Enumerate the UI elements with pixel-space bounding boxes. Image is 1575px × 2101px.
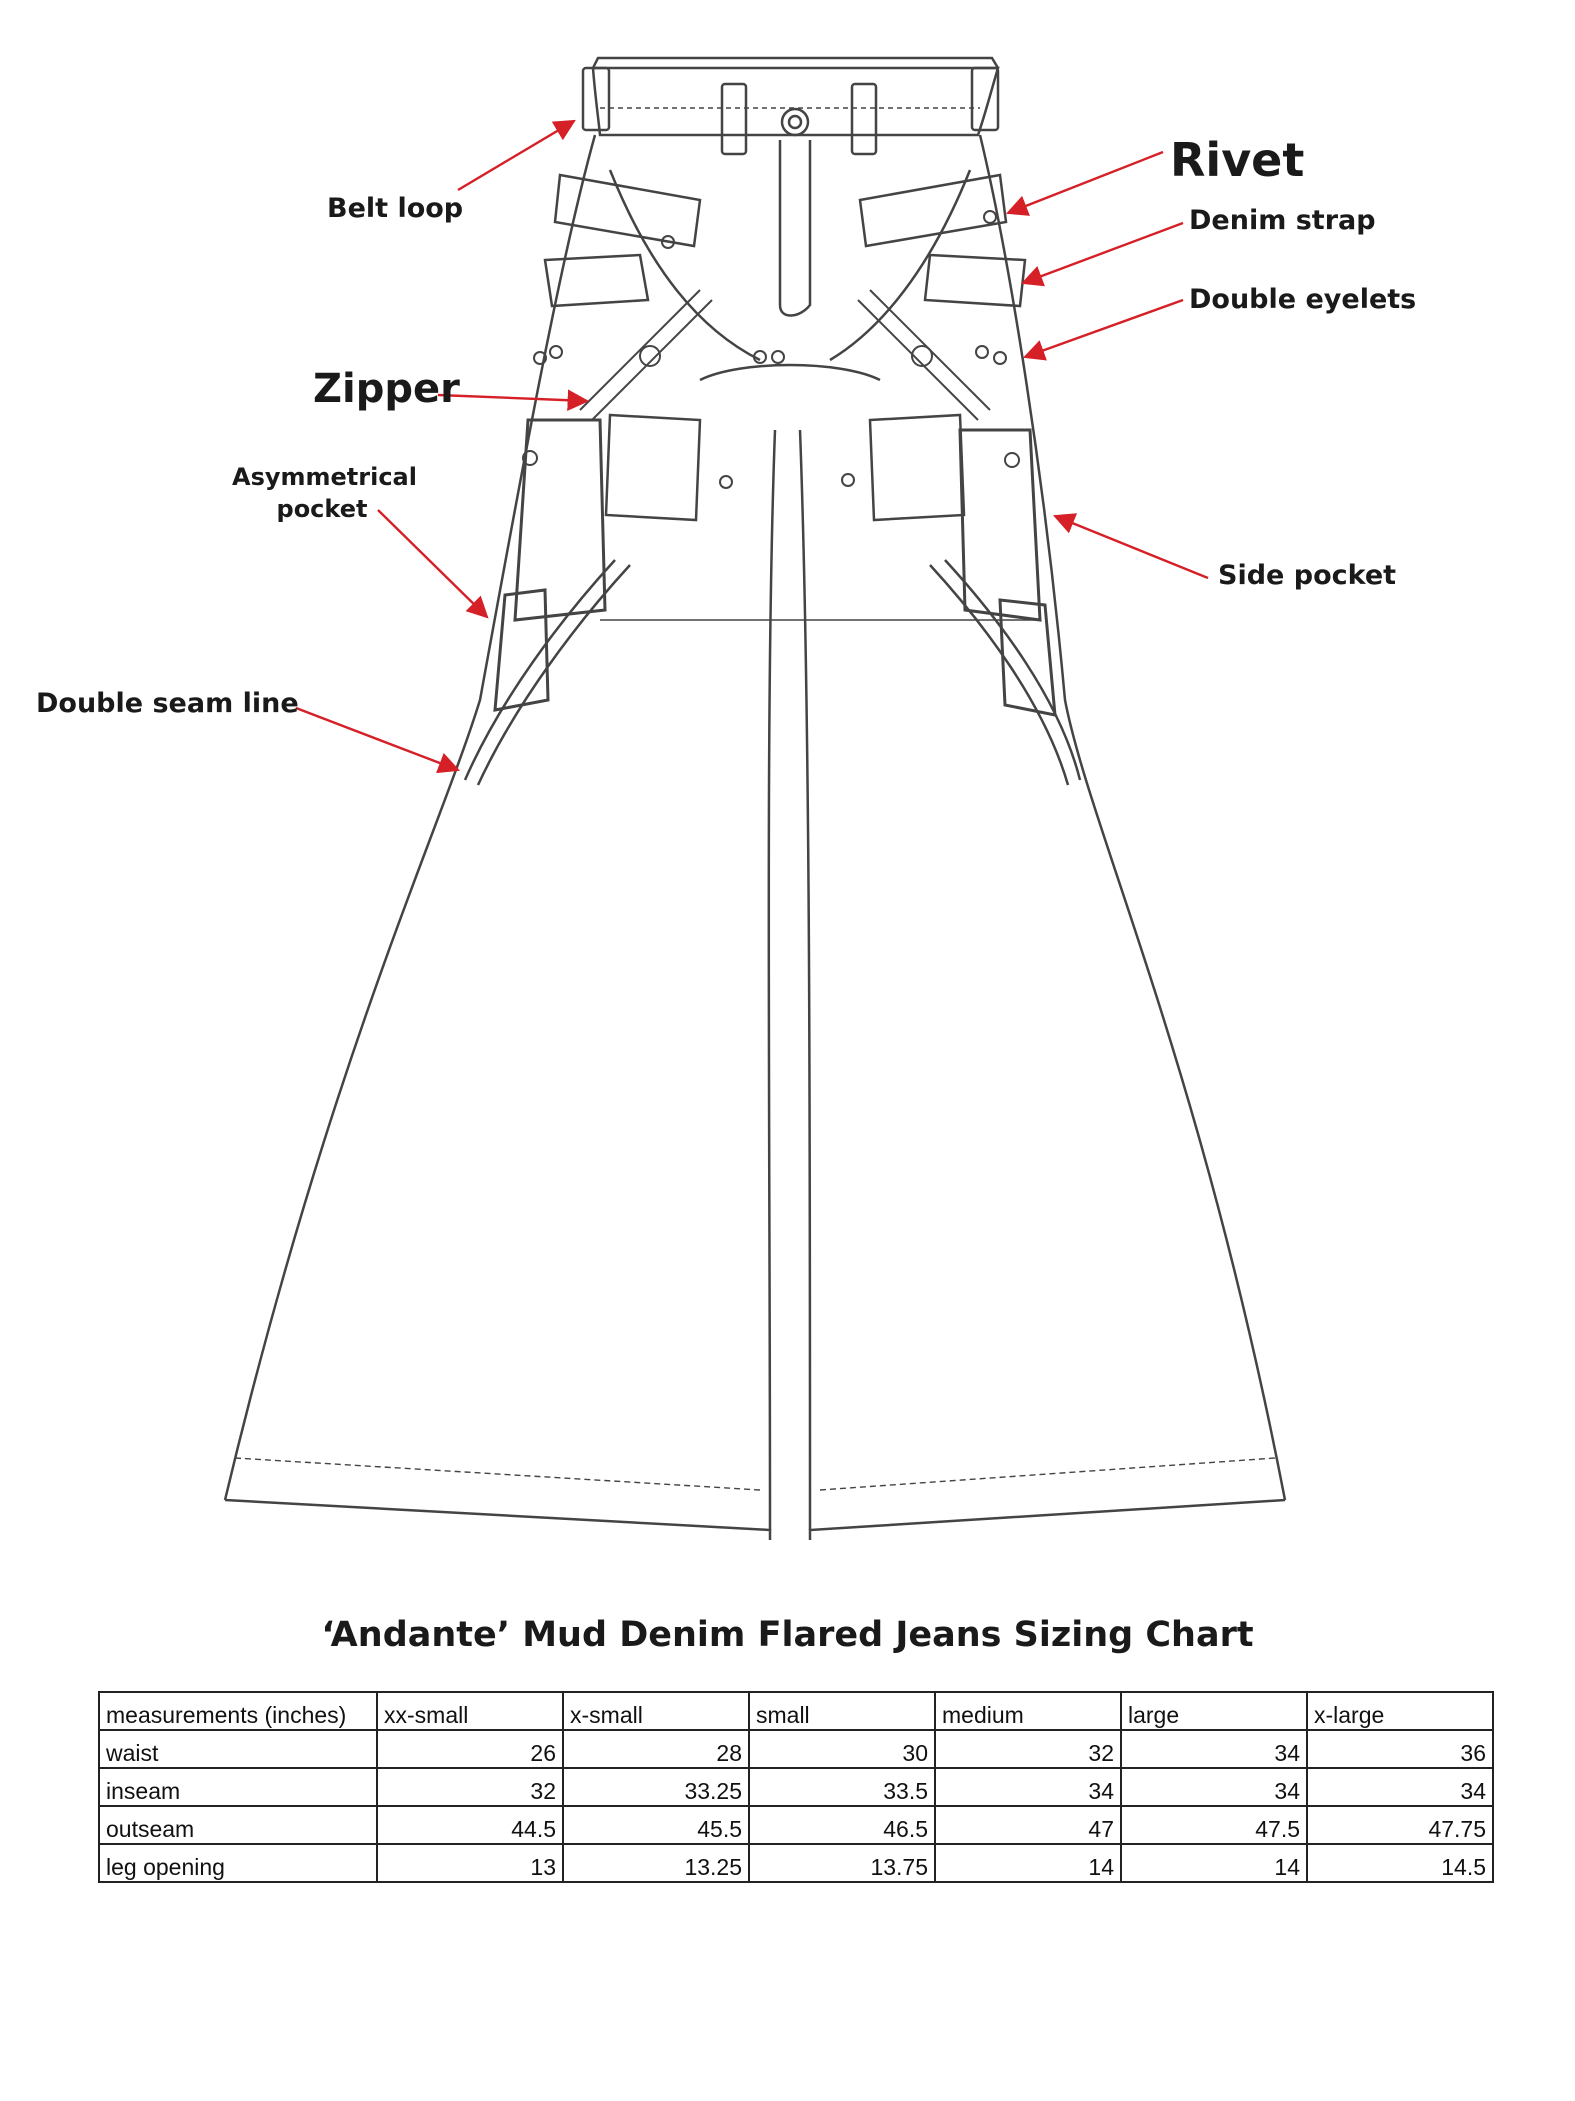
table-cell: 13.25 bbox=[562, 1843, 750, 1883]
row-label: inseam bbox=[98, 1767, 378, 1807]
sizing-chart-title: ‘Andante’ Mud Denim Flared Jeans Sizing … bbox=[321, 1615, 1254, 1655]
label-denim-strap: Denim strap bbox=[1189, 205, 1376, 236]
label-side-pocket: Side pocket bbox=[1218, 560, 1397, 591]
jeans-technical-sketch bbox=[223, 56, 1287, 1540]
table-cell: 44.5 bbox=[376, 1805, 564, 1845]
callout-arrows bbox=[295, 119, 1209, 774]
table-row: leg opening 13 13.25 13.75 14 14 14.5 bbox=[98, 1843, 1494, 1883]
table-cell: 34 bbox=[1120, 1729, 1308, 1769]
sizing-chart-table: measurements (inches) xx-small x-small s… bbox=[98, 1691, 1494, 1883]
row-label: waist bbox=[98, 1729, 378, 1769]
table-cell: 13.75 bbox=[748, 1843, 936, 1883]
arrow-side-pocket bbox=[1052, 513, 1209, 580]
arrow-zipper bbox=[437, 389, 590, 412]
table-cell: 14.5 bbox=[1306, 1843, 1494, 1883]
table-cell: 32 bbox=[934, 1729, 1122, 1769]
label-double-seam-line: Double seam line bbox=[36, 688, 299, 719]
column-header: x-large bbox=[1306, 1691, 1494, 1731]
table-cell: 34 bbox=[1120, 1767, 1308, 1807]
table-cell: 45.5 bbox=[562, 1805, 750, 1845]
table-cell: 34 bbox=[934, 1767, 1122, 1807]
table-cell: 47.75 bbox=[1306, 1805, 1494, 1845]
table-cell: 36 bbox=[1306, 1729, 1494, 1769]
label-asymmetrical-pocket: Asymmetrical pocket bbox=[232, 461, 417, 526]
label-double-eyelets: Double eyelets bbox=[1189, 284, 1417, 315]
arrow-double-eyelets bbox=[1022, 298, 1184, 361]
jeans-outline bbox=[223, 56, 1287, 1540]
belt-loop-right bbox=[970, 66, 1000, 132]
arrow-asymmetrical-pocket bbox=[377, 509, 489, 619]
table-cell: 33.5 bbox=[748, 1767, 936, 1807]
label-asymmetrical-pocket-line2: pocket bbox=[276, 495, 368, 524]
arrow-rivet bbox=[1005, 150, 1164, 216]
table-row: outseam 44.5 45.5 46.5 47 47.5 47.75 bbox=[98, 1805, 1494, 1845]
table-cell: 32 bbox=[376, 1767, 564, 1807]
column-header: x-small bbox=[562, 1691, 750, 1731]
table-cell: 14 bbox=[934, 1843, 1122, 1883]
table-cell: 34 bbox=[1306, 1767, 1494, 1807]
rivets bbox=[522, 210, 1020, 489]
table-cell: 13 bbox=[376, 1843, 564, 1883]
arrow-denim-strap bbox=[1020, 221, 1184, 287]
table-row: waist 26 28 30 32 34 36 bbox=[98, 1729, 1494, 1769]
column-header: small bbox=[748, 1691, 936, 1731]
row-label: outseam bbox=[98, 1805, 378, 1845]
table-cell: 47 bbox=[934, 1805, 1122, 1845]
label-belt-loop: Belt loop bbox=[327, 193, 464, 224]
belt-loop-left bbox=[581, 66, 611, 132]
table-cell: 30 bbox=[748, 1729, 936, 1769]
table-cell: 46.5 bbox=[748, 1805, 936, 1845]
arrow-double-seam-line bbox=[295, 706, 461, 774]
column-header: large bbox=[1120, 1691, 1308, 1731]
table-header-row: measurements (inches) xx-small x-small s… bbox=[98, 1691, 1494, 1731]
column-header: xx-small bbox=[376, 1691, 564, 1731]
label-asymmetrical-pocket-line1: Asymmetrical bbox=[232, 463, 417, 491]
table-cell: 26 bbox=[376, 1729, 564, 1769]
label-rivet: Rivet bbox=[1170, 133, 1305, 187]
table-cell: 47.5 bbox=[1120, 1805, 1308, 1845]
label-zipper: Zipper bbox=[313, 366, 460, 412]
table-cell: 28 bbox=[562, 1729, 750, 1769]
column-header: measurements (inches) bbox=[98, 1691, 378, 1731]
table-cell: 14 bbox=[1120, 1843, 1308, 1883]
row-label: leg opening bbox=[98, 1843, 378, 1883]
table-row: inseam 32 33.25 33.5 34 34 34 bbox=[98, 1767, 1494, 1807]
table-cell: 33.25 bbox=[562, 1767, 750, 1807]
arrow-belt-loop bbox=[457, 119, 576, 192]
column-header: medium bbox=[934, 1691, 1122, 1731]
